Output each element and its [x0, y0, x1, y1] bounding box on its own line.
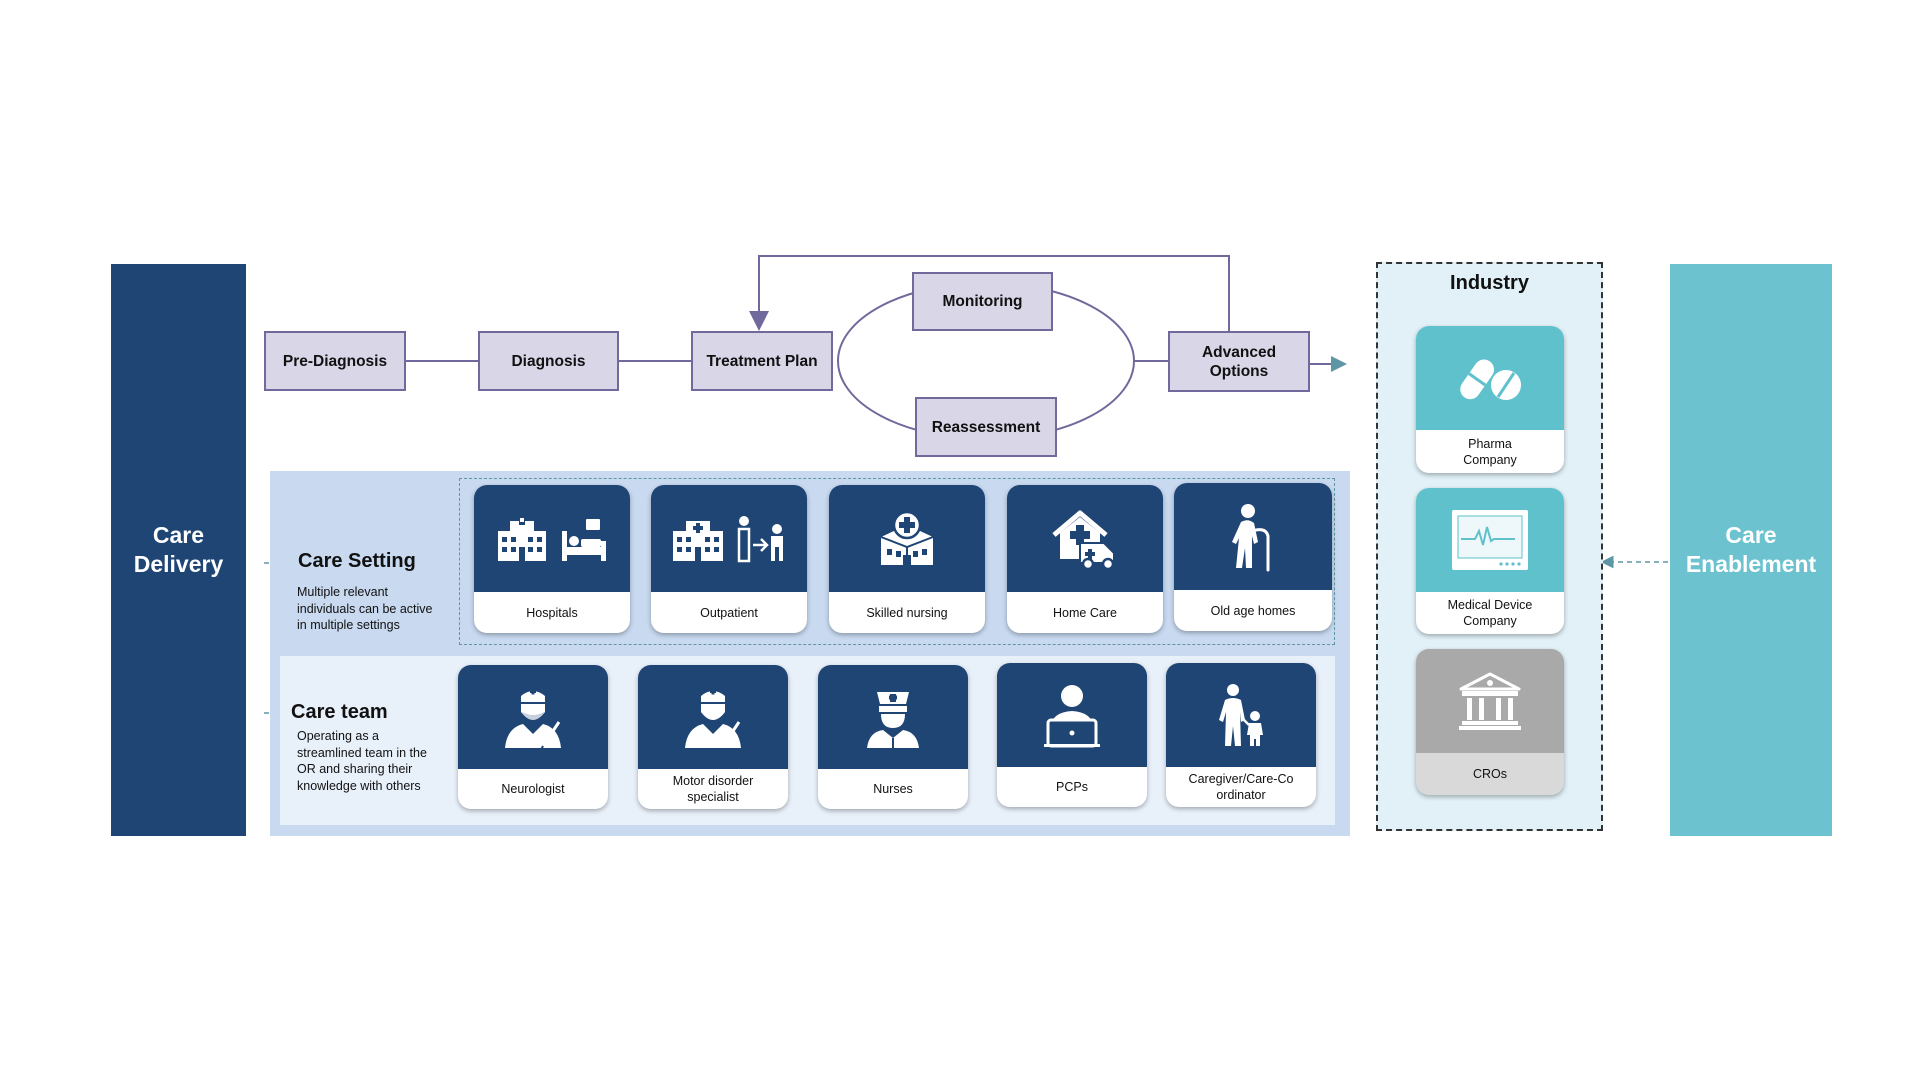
card-cros-label: CROs: [1416, 753, 1564, 795]
step-reassessment: Reassessment: [915, 397, 1057, 457]
feedback-loop-arrow: [749, 255, 1230, 331]
card-nurses: Nurses: [818, 665, 968, 809]
label-line: Nurses: [873, 782, 913, 796]
care-team-desc-line: knowledge with others: [297, 778, 421, 793]
card-caregiver-label: Caregiver/Care-Co ordinator: [1166, 767, 1316, 807]
step-treatment-plan: Treatment Plan: [691, 331, 833, 391]
label-line: Caregiver/Care-Co: [1188, 772, 1294, 786]
card-cros: CROs: [1416, 649, 1564, 795]
label-line: Pharma: [1468, 436, 1512, 451]
care-setting-desc-line: Multiple relevant: [297, 585, 389, 599]
card-home-care-label: Home Care: [1007, 592, 1163, 633]
surgeon-icon: [458, 665, 608, 769]
label-line: Medical Device: [1447, 598, 1533, 612]
card-skilled-nursing: Skilled nursing: [829, 485, 985, 633]
caregiver-child-icon: [1166, 663, 1316, 767]
card-pcps: PCPs: [997, 663, 1147, 807]
care-team-desc-line: Operating as a: [297, 729, 379, 743]
care-setting-desc-line: in multiple settings: [297, 618, 400, 632]
hospital-bed-icon: [474, 485, 630, 592]
medical-building-icon: [829, 485, 985, 592]
pills-icon: [1416, 326, 1564, 430]
care-delivery-line1: Care: [152, 522, 205, 548]
step-monitoring: Monitoring: [912, 272, 1053, 331]
care-team-desc-line: OR and sharing their: [297, 762, 413, 776]
label-line: Neurologist: [501, 782, 565, 796]
label-line: Skilled nursing: [866, 605, 948, 620]
step-diagnosis: Diagnosis: [478, 331, 619, 391]
label-line: ordinator: [1216, 788, 1266, 802]
card-nurses-label: Nurses: [818, 769, 968, 809]
surgeon-icon: [638, 665, 788, 769]
care-setting-desc-line: individuals can be active: [297, 601, 433, 616]
label-line: Outpatient: [700, 605, 758, 620]
card-motor-disorder-specialist-label: Motor disorder specialist: [638, 769, 788, 809]
step-pre-diagnosis-label: Pre-Diagnosis: [282, 352, 388, 370]
label-line: Home Care: [1053, 605, 1117, 620]
label-line: Company: [1463, 614, 1517, 628]
step-pre-diagnosis: Pre-Diagnosis: [264, 331, 406, 391]
card-neurologist-label: Neurologist: [458, 769, 608, 809]
care-team-panel: [280, 656, 1335, 825]
step-reassessment-label: Reassessment: [931, 418, 1041, 436]
card-home-care: Home Care: [1007, 485, 1163, 633]
card-pcps-label: PCPs: [997, 767, 1147, 807]
advanced-line1: Advanced: [1201, 343, 1277, 361]
care-setting-description: Multiple relevant individuals can be act…: [297, 584, 462, 634]
card-hospitals: Hospitals: [474, 485, 630, 633]
outpatient-clinic-icon: [651, 485, 807, 592]
care-enablement-line2: Enablement: [1685, 551, 1817, 577]
card-neurologist: Neurologist: [458, 665, 608, 809]
label-line: Company: [1463, 452, 1517, 467]
step-treatment-plan-label: Treatment Plan: [706, 352, 818, 370]
card-skilled-nursing-label: Skilled nursing: [829, 592, 985, 633]
label-line: CROs: [1472, 767, 1508, 781]
step-monitoring-label: Monitoring: [942, 293, 1023, 310]
advanced-line2: Options: [1209, 362, 1269, 380]
label-line: PCPs: [1056, 780, 1088, 794]
care-setting-title: Care Setting: [298, 550, 416, 572]
care-team-title: Care team: [291, 701, 388, 723]
card-motor-disorder-specialist: Motor disorder specialist: [638, 665, 788, 809]
care-delivery-line2: Delivery: [133, 551, 224, 577]
card-old-age-homes-label: Old age homes: [1174, 590, 1332, 631]
card-hospitals-label: Hospitals: [474, 592, 630, 633]
heart-monitor-icon: [1416, 488, 1564, 592]
card-outpatient: Outpatient: [651, 485, 807, 633]
doctor-laptop-icon: [997, 663, 1147, 767]
home-ambulance-icon: [1007, 485, 1163, 592]
label-line: specialist: [687, 790, 739, 804]
elderly-person-icon: [1174, 483, 1332, 590]
nurse-icon: [818, 665, 968, 769]
label-line: Hospitals: [526, 605, 578, 620]
label-line: Old age homes: [1210, 603, 1296, 618]
care-enablement-line1: Care: [1725, 522, 1777, 548]
care-setting-dashed-frame: [459, 478, 1335, 645]
card-outpatient-label: Outpatient: [651, 592, 807, 633]
card-old-age-homes: Old age homes: [1174, 483, 1332, 631]
care-team-desc-line: streamlined team in the: [297, 745, 427, 760]
label-line: Motor disorder: [672, 774, 754, 788]
care-team-description: Operating as a streamlined team in the O…: [297, 728, 462, 794]
step-diagnosis-label: Diagnosis: [511, 352, 586, 370]
card-caregiver: Caregiver/Care-Co ordinator: [1166, 663, 1316, 807]
industry-title: Industry: [1450, 272, 1529, 294]
institution-icon: [1416, 649, 1564, 753]
